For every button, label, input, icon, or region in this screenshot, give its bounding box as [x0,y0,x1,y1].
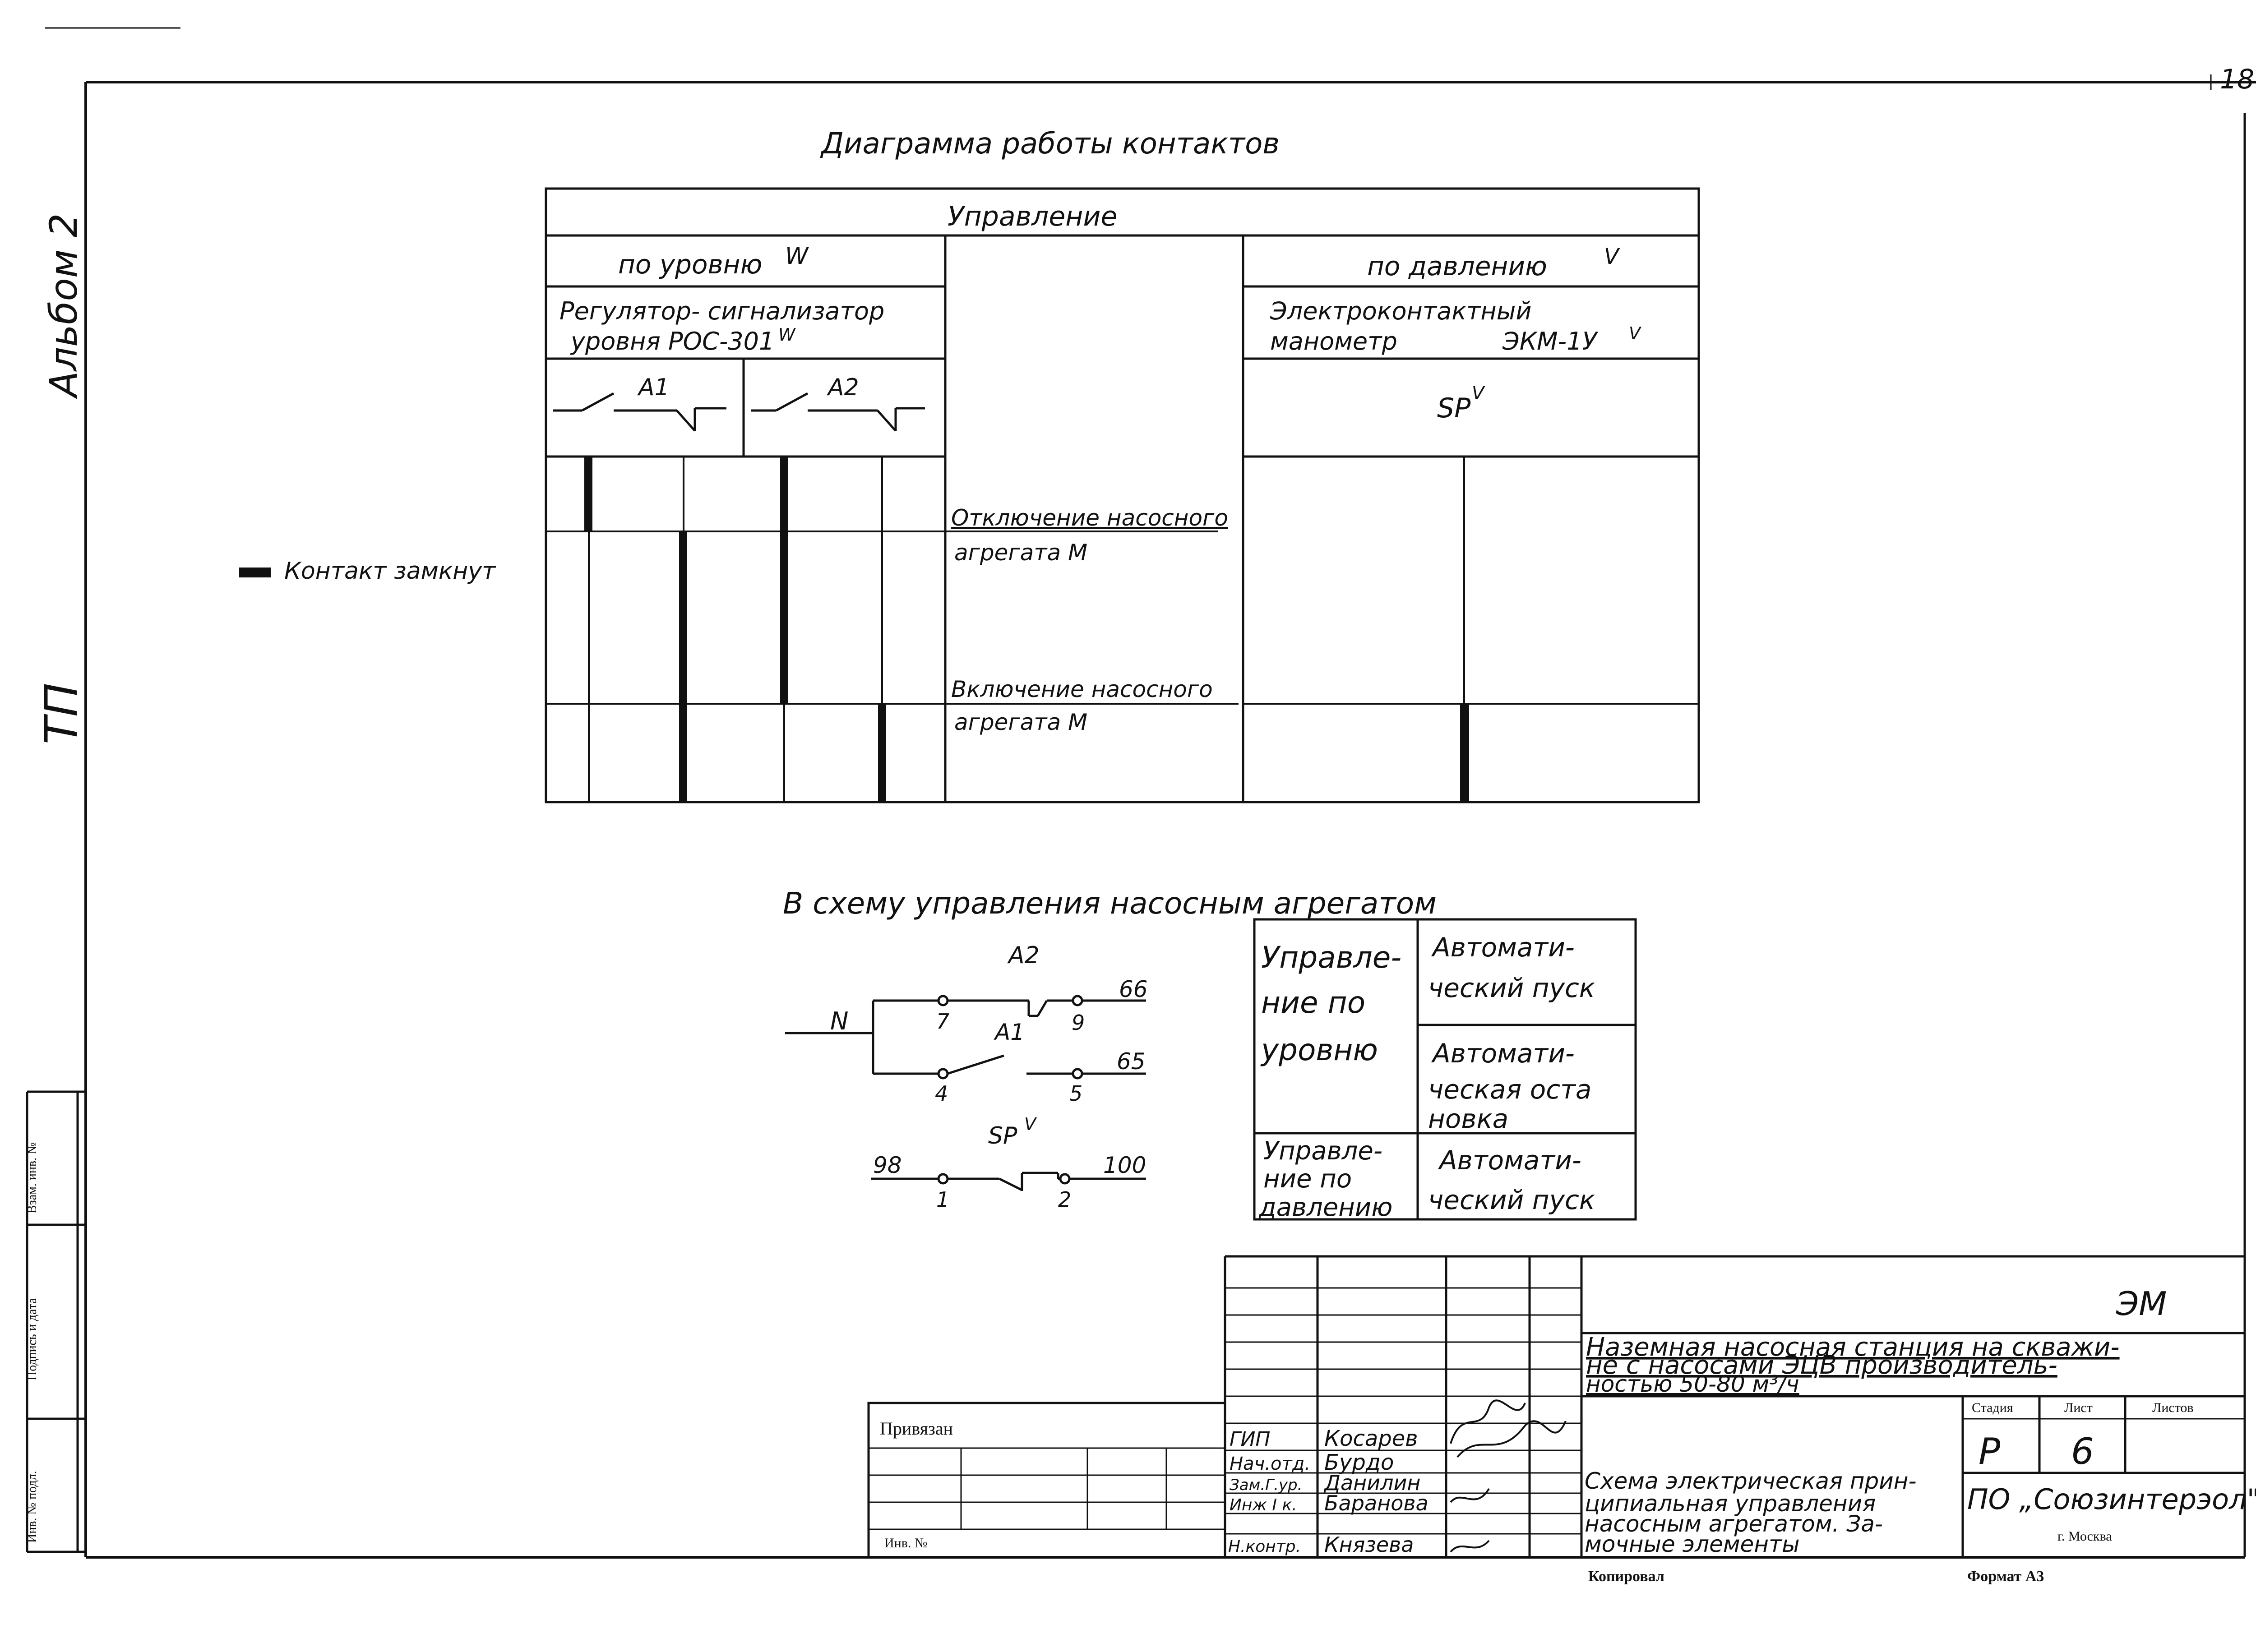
stamp-signature-date: Подпись и дата [25,1298,39,1380]
stamp-column [26,1090,86,1553]
level-device-line2: уровня РОС-301 [570,327,774,355]
stage-header: Стадия [1972,1400,2013,1415]
name-control: Князева [1324,1532,1414,1557]
pressure-device-line3: ЭКМ-1У [1502,327,1598,355]
terminal-5: 5 [1069,1081,1082,1106]
contact-diagram-table [545,187,1700,803]
event-stop-line1: Отключение насосного [951,505,1228,531]
mode-pressure-start-2: ческий пуск [1428,1185,1595,1215]
tp-label: ТП [35,683,88,744]
terminal-66: 66 [1119,976,1148,1002]
circuit-a2-label: A2 [1007,942,1040,969]
pressure-label: по давлению [1367,251,1547,281]
name-engineer: Баранова [1324,1491,1428,1515]
organization: ПО „Союзинтерэол" [1967,1483,2256,1516]
event-stop-line2: агрегата М [954,540,1087,566]
contact-symbol-a1 [553,392,726,432]
closed-contact-bars [584,457,1469,802]
mode-stop-1: Автомати- [1431,1038,1575,1069]
role-control: Н.контр. [1228,1537,1301,1556]
circuit-a1-label: A1 [994,1019,1025,1045]
pressure-device-line2: манометр [1270,327,1397,355]
mode-pressure-start-1: Автомати- [1438,1145,1581,1176]
signature-scribbles [1450,1399,1567,1553]
project-line2: не с насосами ЭЦВ производитель- [1586,1351,2057,1380]
drawing-line3: насосным агрегатом. За- [1585,1511,1883,1537]
legend-closed-swatch [239,568,271,577]
pressure-superscript: V [1604,244,1620,269]
level-superscript: W [785,243,809,270]
contact-symbol-a2 [751,392,925,432]
format-label: Формат А3 [1967,1568,2044,1585]
sheet-frame [45,27,2256,1559]
level-device-superscript: W [778,325,796,345]
title-block-grid [867,1255,2245,1559]
project-line3: ностью 50-80 м³/ч [1586,1371,1799,1397]
terminal-100: 100 [1103,1152,1146,1178]
terminal-1: 1 [936,1187,949,1212]
circuit-phase-n: N [830,1007,848,1035]
circuit-sp-superscript: V [1024,1114,1037,1134]
sheets-header: Листов [2152,1400,2194,1415]
terminal-65: 65 [1117,1048,1146,1075]
circuit-sp-label: SP [988,1122,1017,1149]
drawing-line2: ципиальная управления [1585,1490,1876,1517]
mode-table [1253,918,1637,1221]
document-code: ЭМ [2116,1285,2167,1323]
contact-sp-label: SP [1437,392,1471,424]
stage-value: Р [1979,1431,2001,1472]
terminal-9: 9 [1072,1011,1085,1035]
legend-closed-label: Контакт замкнут [284,558,496,585]
sheet-value: 6 [2071,1431,2094,1472]
event-start-line2: агрегата М [954,709,1087,735]
role-gip: ГИП [1230,1428,1271,1451]
stamp-inv-number: Инв. № подл. [25,1471,39,1543]
terminal-98: 98 [873,1152,902,1178]
sheet-header: Лист [2064,1400,2093,1415]
drawing-line1: Схема электрическая прин- [1585,1468,1917,1494]
mode-pressure-control-3: давлению [1258,1193,1392,1222]
control-circuit [785,995,1146,1191]
mode-stop-2: ческая оста [1428,1074,1591,1105]
role-deputy: Зам.Г.ур. [1230,1476,1302,1494]
sheet-number: 18 [2220,64,2254,95]
mode-stop-3: новка [1428,1103,1508,1134]
contact-diagram-title: Диаграмма работы контактов [820,127,1280,161]
album-label: Альбом 2 [42,213,86,399]
event-start-line1: Включение насосного [951,676,1213,702]
mode-pressure-control-1: Управле- [1263,1136,1382,1166]
project-line1: Наземная насосная станция на скважи- [1586,1333,2120,1362]
name-gip: Косарев [1324,1426,1418,1451]
contact-a2-label: A2 [827,374,859,401]
mode-pressure-control-2: ние по [1263,1164,1352,1194]
inv-label: Инв. № [884,1536,928,1550]
pressure-device-superscript: V [1629,323,1642,343]
city: г. Москва [2057,1529,2112,1544]
contact-a1-label: A1 [637,374,670,401]
control-header: Управление [948,201,1117,232]
mode-level-control-1: Управле- [1261,940,1401,975]
copied-label: Копировал [1588,1568,1664,1585]
role-head: Нач.отд. [1230,1454,1310,1474]
contact-sp-superscript: V [1472,383,1485,404]
terminal-2: 2 [1058,1187,1071,1212]
terminal-7: 7 [936,1009,949,1034]
terminal-4: 4 [935,1081,948,1106]
name-head: Бурдо [1324,1450,1394,1475]
mode-level-control-3: уровню [1260,1033,1378,1067]
level-label: по уровню [618,249,762,280]
pressure-device-line1: Электроконтактный [1270,297,1531,325]
name-deputy: Данилин [1323,1471,1420,1495]
mode-start-1: Автомати- [1431,932,1575,963]
drawing-line4: мочные элементы [1585,1531,1800,1557]
stamp-replace-inv: Взам. инв. № [25,1142,39,1214]
role-engineer: Инж I к. [1230,1496,1297,1514]
mode-start-2: ческий пуск [1428,973,1595,1003]
level-device-line1: Регулятор- сигнализатор [559,297,884,325]
mode-level-control-2: ние по [1261,985,1365,1020]
bound-label: Привязан [880,1418,953,1439]
control-scheme-title: В схему управления насосным агрегатом [783,886,1437,921]
